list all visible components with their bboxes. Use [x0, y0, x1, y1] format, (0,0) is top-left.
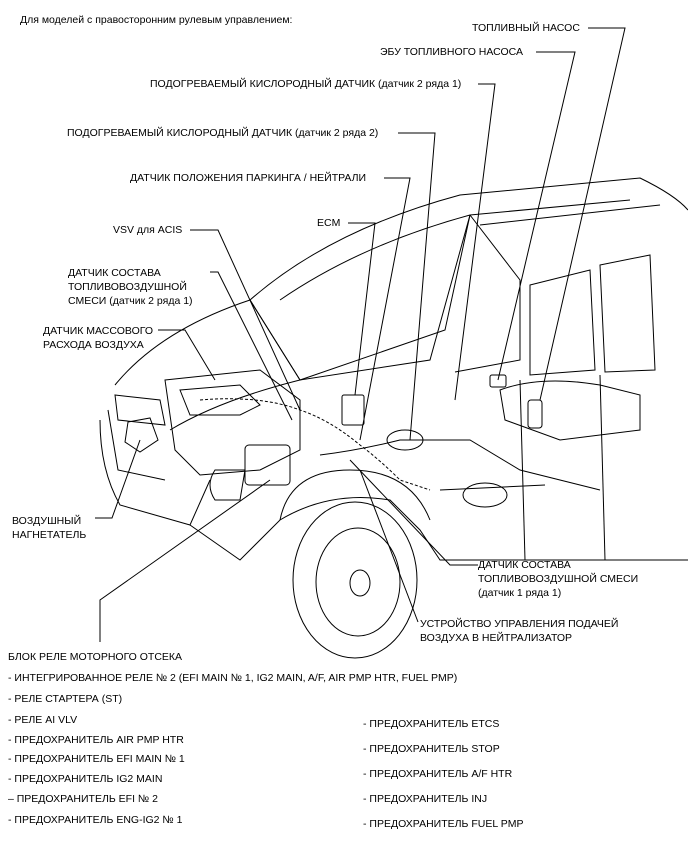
fuel-pump-unit [527, 399, 543, 429]
relay-box-drawing [244, 444, 291, 486]
ecm-unit [341, 394, 365, 426]
side-window-1 [454, 214, 521, 373]
callout-park-neutral: ДАТЧИК ПОЛОЖЕНИЯ ПАРКИНГА / НЕЙТРАЛИ [130, 172, 367, 184]
callout-air-injection: УСТРОЙСТВО УПРАВЛЕНИЯ ПОДАЧЕЙ ВОЗДУХА В … [420, 618, 619, 644]
list-item: - ПРЕДОХРАНИТЕЛЬ INJ [363, 793, 488, 805]
roof-inner [279, 199, 631, 301]
leader-af-b2 [210, 271, 293, 421]
a-pillar [299, 214, 471, 381]
list-item: - РЕЛЕ СТАРТЕРА (ST) [8, 693, 123, 705]
fuel-pump-ecu-unit [489, 374, 507, 388]
callout-vsv-acis: VSV для ACIS [113, 224, 183, 236]
list-item: - ПРЕДОХРАНИТЕЛЬ AIR PMP HTR [8, 734, 184, 746]
list-item: - ПРЕДОХРАНИТЕЛЬ STOP [363, 743, 500, 755]
air-pump-unit [124, 417, 159, 453]
intake-manifold [179, 384, 261, 416]
callout-fuel-pump: ТОПЛИВНЫЙ НАСОС [472, 22, 580, 34]
leader-fuel-pump [539, 27, 626, 401]
side-window-3 [599, 254, 656, 373]
callout-fuel-pump-ecu: ЭБУ ТОПЛИВНОГО НАСОСА [380, 46, 524, 58]
leader-relay-block [99, 479, 271, 642]
roof-outline [249, 177, 688, 301]
callout-af-sensor-b1: ДАТЧИК СОСТАВА ТОПЛИВОВОЗДУШНОЙ СМЕСИ (д… [478, 559, 639, 599]
list-item: - ИНТЕГРИРОВАННОЕ РЕЛЕ № 2 (EFI MAIN № 1… [8, 672, 458, 684]
leader-park-neutral [359, 177, 411, 441]
list-item: - ПРЕДОХРАНИТЕЛЬ ENG-IG2 № 1 [8, 814, 183, 826]
grille [107, 409, 166, 481]
callout-air-pump: ВОЗДУШНЫЙ НАГНЕТАТЕЛЬ [12, 515, 87, 541]
list-item: - ПРЕДОХРАНИТЕЛЬ ETCS [363, 718, 500, 730]
leader-air-injection [359, 469, 419, 623]
roof-rail [479, 204, 661, 226]
list-item: – ПРЕДОХРАНИТЕЛЬ EFI № 2 [8, 793, 158, 805]
leader-air-pump [95, 439, 141, 519]
front-wheel [292, 501, 418, 659]
callout-ecm: ECM [317, 217, 341, 229]
door-line-2 [599, 374, 606, 561]
catalytic-converter-1 [386, 429, 424, 451]
lower-body [189, 497, 688, 561]
front-fascia [99, 419, 211, 526]
list-item: - ПРЕДОХРАНИТЕЛЬ A/F HTR [363, 768, 513, 780]
leader-fuel-pump-ecu [497, 51, 576, 381]
fuel-tank [499, 380, 641, 441]
relay-block-title: БЛОК РЕЛЕ МОТОРНОГО ОТСЕКА [8, 651, 183, 663]
leader-vsv-acis [190, 229, 301, 411]
front-hub [349, 569, 371, 597]
list-item: - ПРЕДОХРАНИТЕЛЬ FUEL PMP [363, 818, 524, 830]
air-cleaner [209, 469, 246, 501]
front-wheel-rim [315, 527, 401, 637]
callout-maf: ДАТЧИК МАССОВОГО РАСХОДА ВОЗДУХА [43, 325, 153, 351]
catalytic-converter-2 [462, 482, 508, 508]
headlight [114, 394, 166, 426]
hood [114, 299, 301, 431]
wheel-arch [279, 469, 431, 521]
list-item: - РЕЛЕ AI VLV [8, 714, 78, 726]
door-line [519, 379, 526, 561]
list-item: - ПРЕДОХРАНИТЕЛЬ IG2 MAIN [8, 773, 163, 785]
callout-heated-o2-b2s2: ПОДОГРЕВАЕМЫЙ КИСЛОРОДНЫЙ ДАТЧИК (датчик… [67, 127, 379, 139]
side-window-2 [529, 269, 596, 376]
driveshaft [439, 484, 546, 491]
header-caption: Для моделей с правосторонним рулевым упр… [20, 14, 293, 26]
leader-maf [158, 329, 216, 381]
leader-ecm [348, 222, 376, 396]
leader-heated-o2-b2s2 [398, 132, 436, 441]
leader-heated-o2-b2s1 [454, 83, 496, 401]
engine-block [164, 369, 301, 476]
callout-af-sensor-b2: ДАТЧИК СОСТАВА ТОПЛИВОВОЗДУШНОЙ СМЕСИ (д… [68, 267, 193, 307]
callout-heated-o2-b2s1: ПОДОГРЕВАЕМЫЙ КИСЛОРОДНЫЙ ДАТЧИК (датчик… [150, 78, 462, 90]
leader-af-b1 [349, 459, 478, 566]
wiring-harness [199, 398, 431, 491]
exhaust-pipe [319, 439, 601, 491]
list-item: - ПРЕДОХРАНИТЕЛЬ EFI MAIN № 1 [8, 753, 185, 765]
